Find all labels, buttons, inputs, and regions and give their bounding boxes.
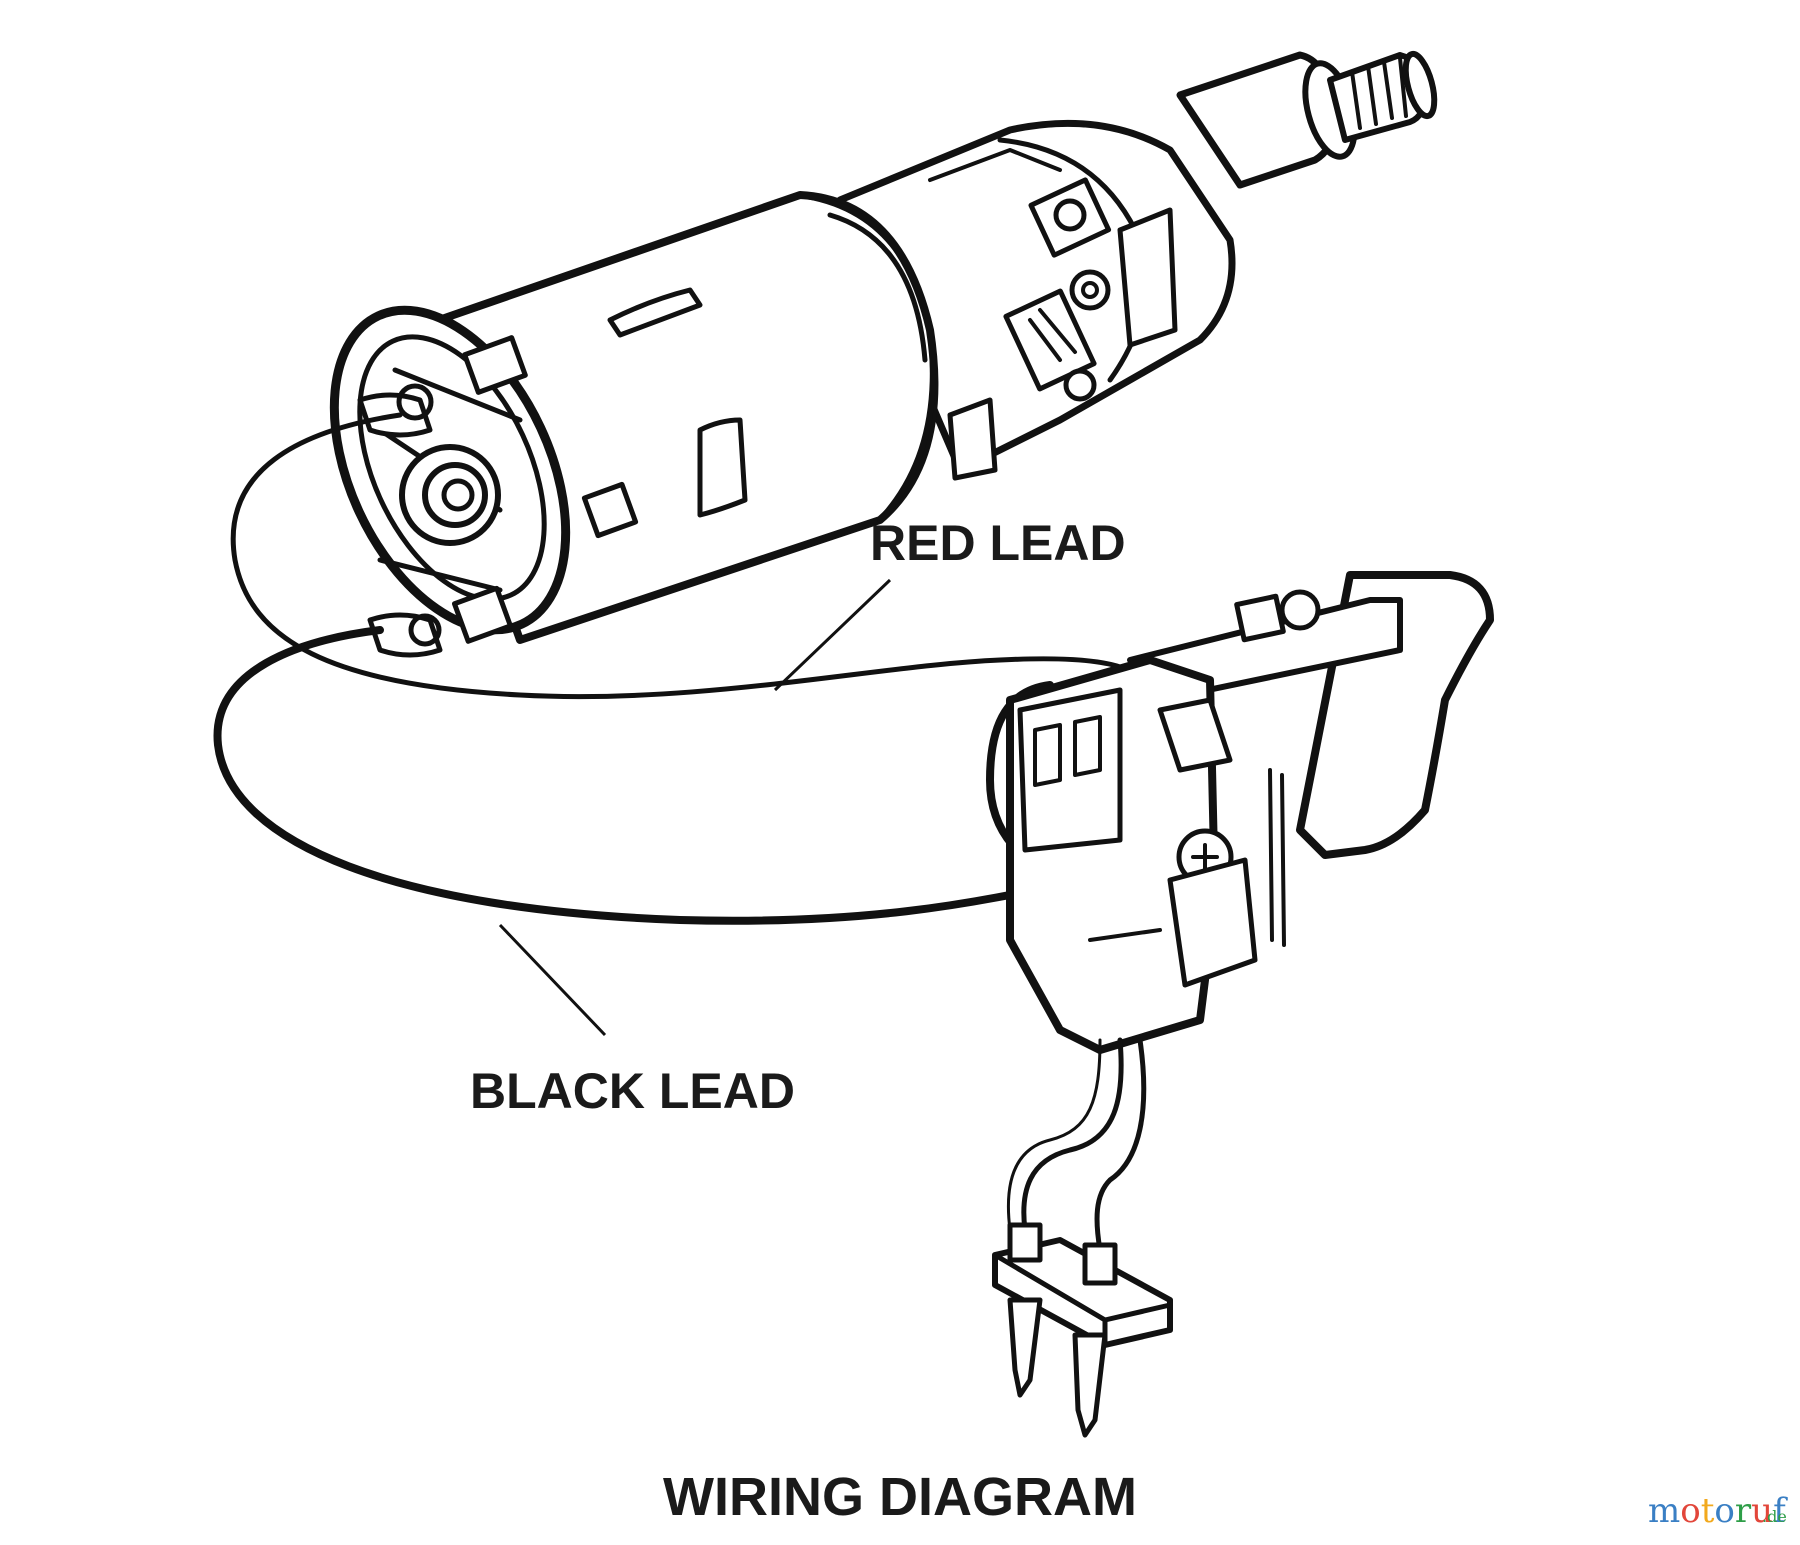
watermark-logo: motoruf .de (1648, 1491, 1788, 1531)
svg-text:motoruf: motoruf (1648, 1491, 1788, 1531)
diagram-title: WIRING DIAGRAM (663, 1467, 1137, 1527)
svg-text:.de: .de (1762, 1507, 1787, 1526)
trigger-switch (992, 571, 1494, 1438)
black-lead-wire (213, 626, 1084, 925)
connector-plate (992, 1237, 1173, 1348)
black-lead-label: BLACK LEAD (470, 1063, 795, 1119)
motor (329, 50, 1438, 658)
red-lead-leader-line (773, 578, 892, 692)
black-lead-leader-line (498, 923, 607, 1037)
motor-end-cap (329, 305, 639, 658)
motor-shaft (1176, 50, 1438, 189)
red-lead-label: RED LEAD (870, 515, 1126, 571)
